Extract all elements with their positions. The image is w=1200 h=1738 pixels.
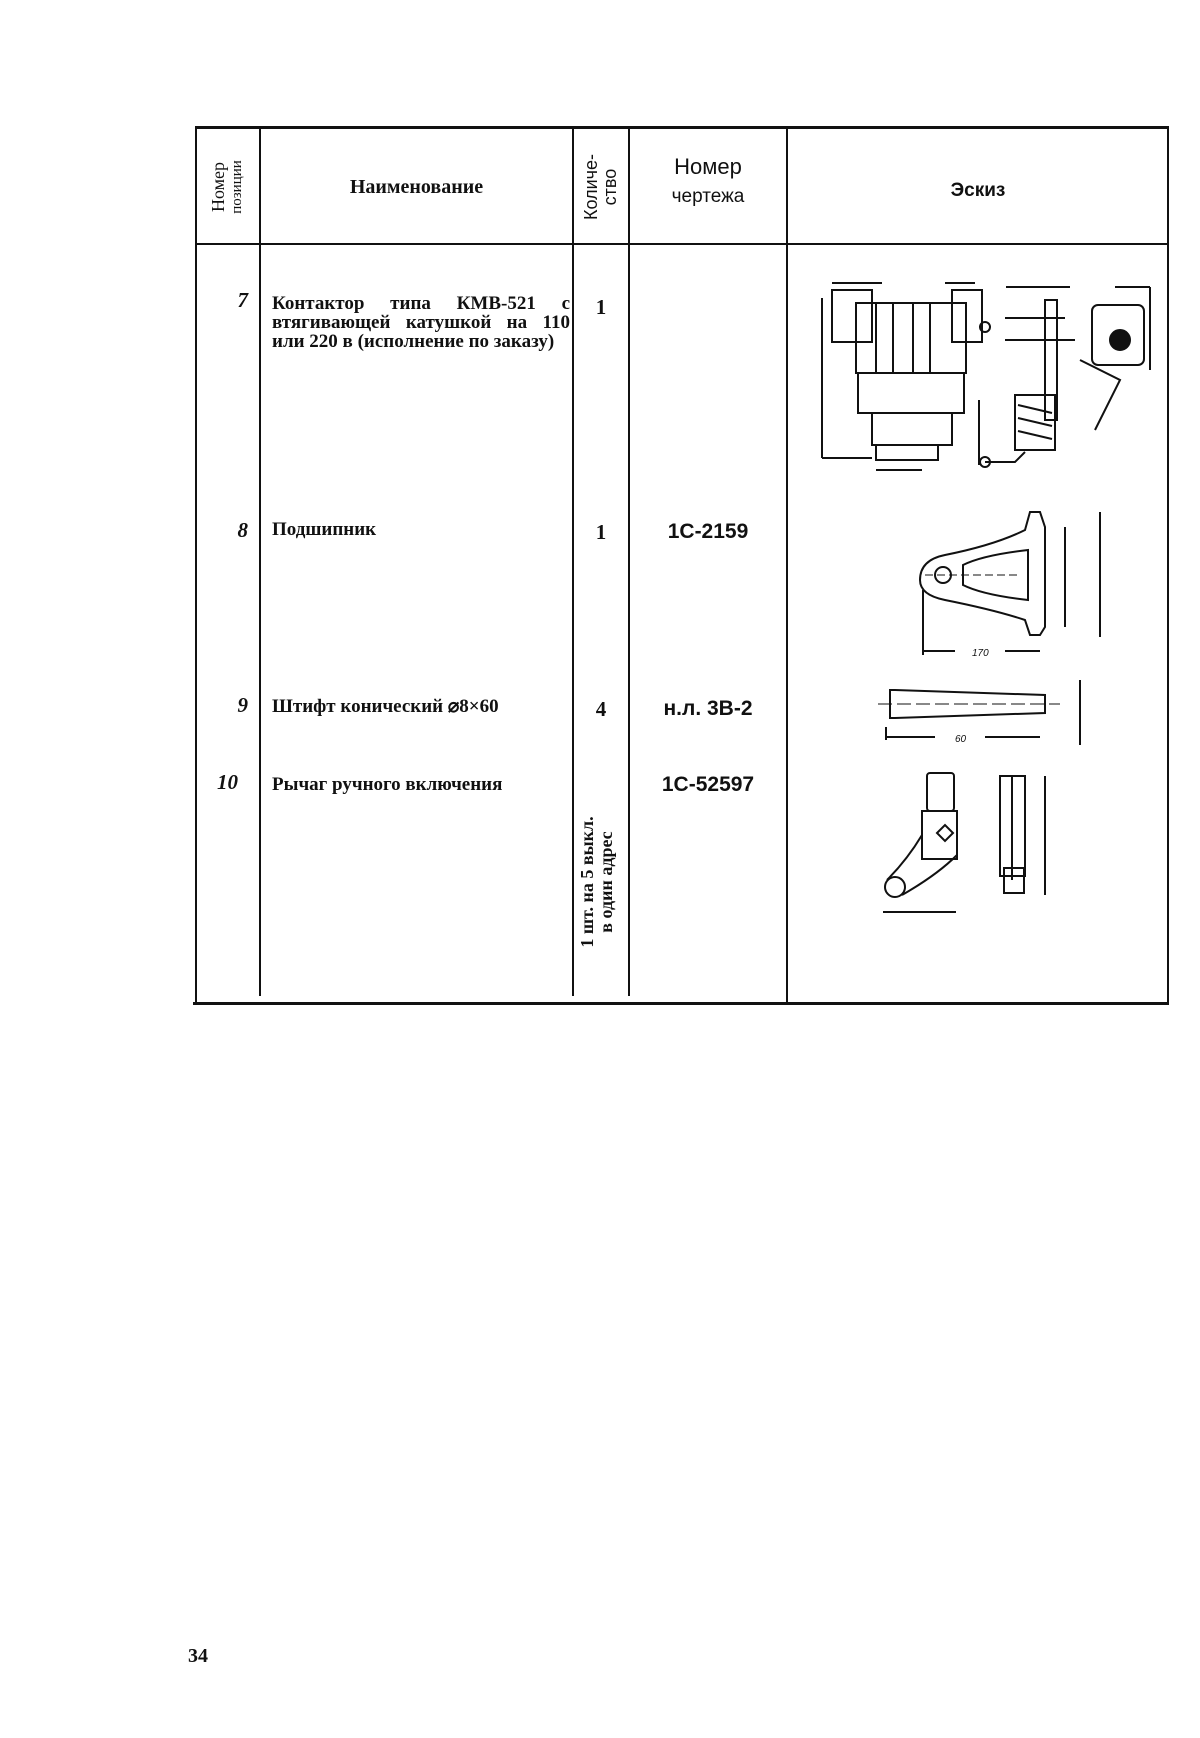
lever-sketch: [883, 773, 1045, 912]
dimension-label: 60: [955, 734, 967, 745]
bearing-sketch: 170: [920, 512, 1100, 659]
taper-pin-sketch: 60: [878, 680, 1080, 745]
dimension-label: 170: [972, 648, 989, 659]
page-number: 34: [188, 1645, 208, 1668]
contactor-side-sketch: [979, 287, 1150, 467]
contactor-front-sketch: [822, 283, 982, 470]
